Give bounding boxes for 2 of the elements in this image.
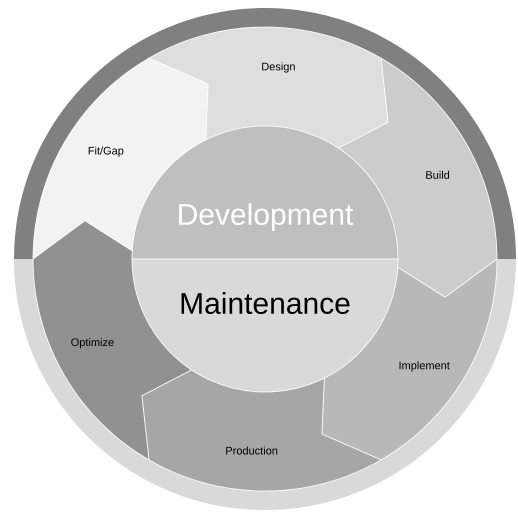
- arrow-segment: Design: [148, 26, 389, 156]
- arrow-segment: Production: [141, 362, 382, 492]
